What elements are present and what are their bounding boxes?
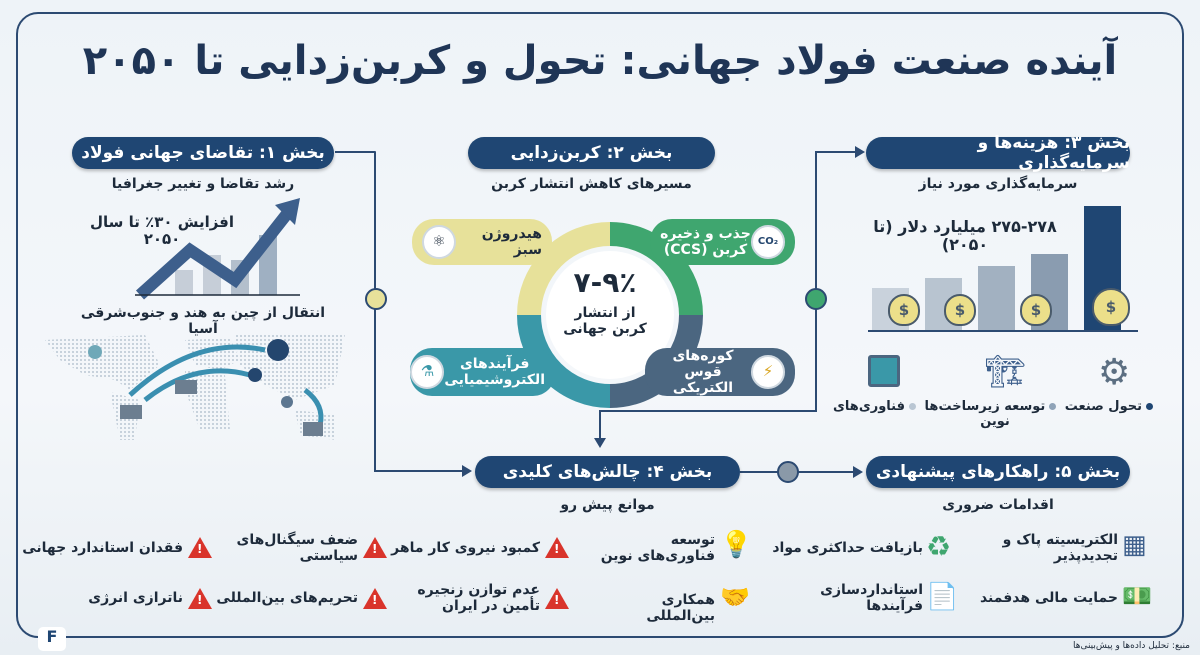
money-bag-icon: $ [944, 294, 976, 326]
source-note: منبع: تحلیل داده‌ها و پیش‌بینی‌ها [1072, 641, 1190, 651]
recycle-icon: ♻ [926, 530, 952, 563]
action-item: حمایت مالی هدفمند [979, 590, 1118, 606]
electric-furnace-icon: ⚡ [751, 355, 785, 389]
challenge-item: کمبود نیروی کار ماهر [391, 540, 540, 556]
node-circle [365, 288, 387, 310]
section3-subtitle: سرمایه‌گذاری مورد نیاز [918, 176, 1078, 192]
pathway-label: فرآیندهای الکتروشیمیایی [444, 355, 545, 388]
money-hand-icon: 💵 [1122, 582, 1152, 610]
warning-icon: ! [188, 588, 212, 609]
investment-amount: ۲۷۵-۲۷۸ میلیارد دلار (تا ۲۰۵۰) [873, 217, 1057, 255]
brand-logo: F [38, 627, 66, 651]
challenge-item: تحریم‌های بین‌المللی [216, 590, 358, 606]
pathway-ccs: جذب و ذخیره کربن (CCS)CO₂ [650, 219, 795, 265]
action-item: بازیافت حداکثری مواد [772, 540, 923, 556]
growth-text: افزایش ۳۰٪ تا سال ۲۰۵۰ [89, 213, 235, 249]
arrow-right-icon [855, 146, 865, 158]
investment-legend: تحول صنعت توسعه زیرساخت‌ها فناوری‌های نو… [830, 399, 1160, 430]
pathway-eaf: کوره‌های قوس الکتریکی ⚡ [645, 348, 795, 396]
connector [815, 151, 817, 411]
arrow-down-icon [594, 438, 606, 448]
challenge-item: ضعف سیگنال‌های سیاستی [236, 532, 358, 565]
connector [815, 151, 857, 153]
opportunity-item: توسعه فناوری‌های نوین [600, 532, 715, 565]
legend-dot [1145, 403, 1153, 410]
pathway-hydrogen: هیدروژن سبز ⚛ [412, 219, 552, 265]
investment-bars: $ $ $ $ [868, 200, 1138, 332]
warning-icon: ! [188, 537, 212, 558]
legend-dot [909, 403, 917, 410]
cycle-segment-hydrogen [517, 222, 611, 316]
pathway-electrochemical: فرآیندهای الکتروشیمیایی⚗ [410, 348, 555, 396]
shift-text: انتقال از چین به هند و جنوب‌شرقی آسیا [80, 305, 326, 337]
challenge-item: فقدان استاندارد جهانی [22, 540, 183, 556]
pathway-label: کوره‌های قوس الکتریکی [672, 347, 734, 397]
legend-dot [1049, 403, 1057, 410]
crane-icon: 🏗 [985, 352, 1026, 390]
opportunity-item: همکاری بین‌المللی [646, 592, 715, 625]
challenge-item: عدم توازن زنجیره تأمین در ایران [417, 582, 540, 615]
pathway-label: هیدروژن سبز [481, 225, 542, 258]
section2-title: بخش ۲: کربن‌زدایی [468, 137, 715, 169]
money-bag-icon: $ [1092, 288, 1130, 326]
legend-item: فناوری‌های نوین [833, 399, 1010, 429]
warning-icon: ! [363, 537, 387, 558]
electrolysis-icon: ⚗ [410, 355, 445, 389]
money-bag-icon: $ [888, 294, 920, 326]
connector [600, 410, 817, 412]
action-item: استانداردسازی فرآیندها [820, 582, 923, 615]
document-gear-icon: 📄 [926, 582, 959, 612]
gear-wrench-icon: ⚙ [1098, 352, 1131, 393]
connector [335, 151, 375, 153]
bar [978, 266, 1015, 330]
action-item: الکتریسیته پاک و تجدیدپذیر [1002, 532, 1118, 565]
warning-icon: ! [545, 537, 569, 558]
money-bag-icon: $ [1020, 294, 1052, 326]
challenge-item: ناترازی انرژی [88, 590, 183, 606]
handshake-icon: 🤝 [720, 583, 750, 611]
section2-subtitle: مسیرهای کاهش انتشار کربن [491, 176, 692, 192]
frame [16, 12, 1184, 638]
connector [374, 470, 464, 472]
section1-title: بخش ۱: تقاضای جهانی فولاد [72, 137, 334, 169]
warning-icon: ! [363, 588, 387, 609]
world-map-icon [45, 335, 345, 440]
solar-panel-icon: ▦ [1122, 530, 1147, 560]
legend-item: توسعه زیرساخت‌ها [924, 399, 1046, 414]
section3-title: بخش ۳: هزینه‌ها و سرمایه‌گذاری [866, 133, 1130, 173]
co2-cloud-icon: CO₂ [751, 225, 785, 259]
emission-share-value: ۷-۹٪ [573, 266, 637, 299]
emission-share-label: از انتشار کربن جهانی [563, 305, 647, 338]
arrow-right-icon [462, 465, 472, 477]
page-title: آینده صنعت فولاد جهانی: تحول و کربن‌زدای… [82, 38, 1118, 84]
pathway-label: جذب و ذخیره کربن (CCS) [660, 225, 751, 258]
section1-subtitle: رشد تقاضا و تغییر جغرافیا [111, 176, 295, 192]
section4-subtitle: موانع پیش رو [560, 497, 655, 513]
legend-item: تحول صنعت [1064, 399, 1142, 414]
node-circle [777, 461, 799, 483]
node-circle [805, 288, 827, 310]
section5-title: بخش ۵: راهکارهای پیشنهادی [866, 456, 1130, 488]
growth-chart-icon [135, 198, 300, 300]
chip-icon [868, 355, 900, 387]
warning-icon: ! [545, 588, 569, 609]
hydrogen-atom-icon: ⚛ [422, 225, 456, 259]
section4-title: بخش ۴: چالش‌های کلیدی [475, 456, 740, 488]
section5-subtitle: اقدامات ضروری [942, 497, 1054, 513]
connector [599, 410, 601, 440]
connector [374, 151, 376, 471]
arrow-right-icon [853, 466, 863, 478]
lightbulb-icon: 💡 [720, 530, 753, 560]
